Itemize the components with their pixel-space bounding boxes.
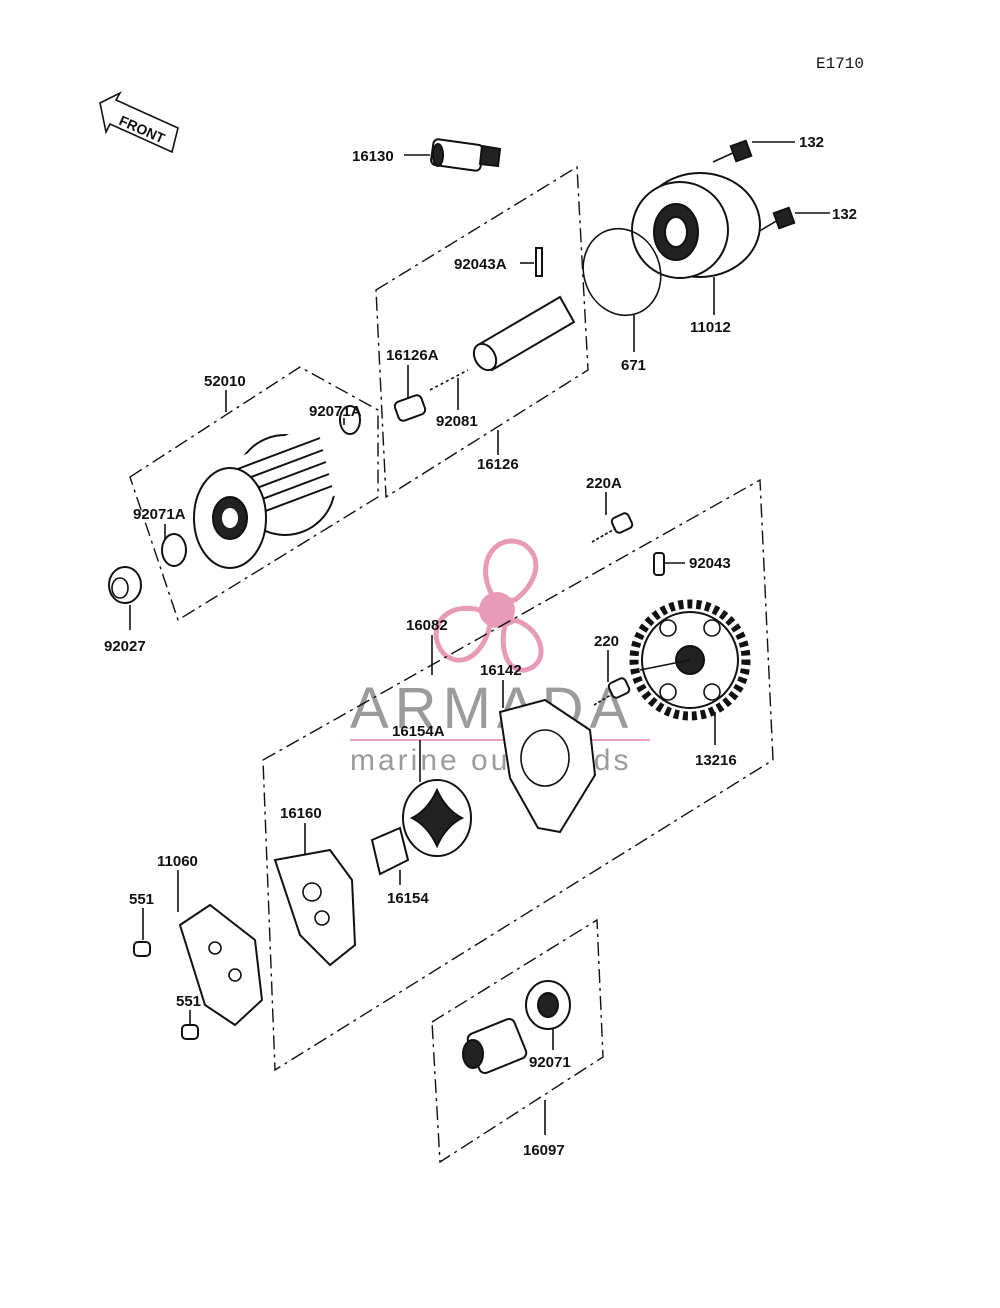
propeller-logo-icon xyxy=(433,538,544,673)
label-11012: 11012 xyxy=(690,319,731,336)
label-16160: 16160 xyxy=(280,805,322,822)
part-551-a xyxy=(133,941,151,957)
pin-92043A xyxy=(535,247,543,277)
frame-16126 xyxy=(375,165,589,499)
part-551-b xyxy=(181,1024,199,1040)
label-52010: 52010 xyxy=(204,373,246,390)
part-92071A-left xyxy=(161,533,187,567)
label-92071A-left: 92071A xyxy=(133,506,186,523)
part-labels: 16130 132 132 92043A 11012 671 16126A 92… xyxy=(104,134,857,1159)
label-92081: 92081 xyxy=(436,413,478,430)
label-16130: 16130 xyxy=(352,148,394,165)
part-220 xyxy=(593,677,631,706)
part-16160 xyxy=(273,848,357,967)
label-92027: 92027 xyxy=(104,638,146,655)
label-132-a: 132 xyxy=(799,134,824,151)
label-16126: 16126 xyxy=(477,456,519,473)
part-11060 xyxy=(178,903,264,1027)
group-frames xyxy=(129,165,774,1164)
watermark: ARMADA marine outboards xyxy=(350,538,650,777)
part-52010 xyxy=(193,421,349,569)
diagram-code: E1710 xyxy=(816,55,864,73)
label-92043A: 92043A xyxy=(454,256,507,273)
label-16097: 16097 xyxy=(523,1142,565,1159)
piston-16126A xyxy=(393,394,427,422)
frame-52010 xyxy=(129,366,379,622)
part-16126-group xyxy=(393,247,576,422)
part-92027 xyxy=(108,566,142,604)
part-16130 xyxy=(430,138,502,172)
front-label: FRONT xyxy=(117,112,168,146)
part-671 xyxy=(582,227,662,317)
part-16154A xyxy=(402,779,472,857)
label-16154: 16154 xyxy=(387,890,429,907)
part-220A xyxy=(591,512,634,543)
spring-92081 xyxy=(429,369,469,391)
label-16126A: 16126A xyxy=(386,347,439,364)
part-16142 xyxy=(498,698,597,834)
label-551-a: 551 xyxy=(129,891,154,908)
frame-16097 xyxy=(431,918,604,1164)
label-13216: 13216 xyxy=(695,752,737,769)
part-92043 xyxy=(653,552,665,576)
part-bolts-132 xyxy=(712,139,796,233)
label-92071A-top: 92071A xyxy=(309,403,362,420)
part-16097 xyxy=(462,980,571,1075)
part-11012 xyxy=(631,172,761,279)
label-132-b: 132 xyxy=(832,206,857,223)
label-11060: 11060 xyxy=(157,853,198,870)
front-arrow-icon: FRONT xyxy=(99,91,179,154)
label-16142: 16142 xyxy=(480,662,522,679)
part-16154 xyxy=(370,826,410,876)
leader-lines xyxy=(129,141,830,1135)
part-92071A-top xyxy=(339,405,361,435)
label-16154A: 16154A xyxy=(392,723,445,740)
label-220A: 220A xyxy=(586,475,622,492)
label-551-b: 551 xyxy=(176,993,201,1010)
part-13216 xyxy=(629,599,751,721)
label-92043: 92043 xyxy=(689,555,731,572)
frame-16082 xyxy=(262,478,774,1072)
label-220: 220 xyxy=(594,633,619,650)
label-16082: 16082 xyxy=(406,617,448,634)
label-92071: 92071 xyxy=(529,1054,571,1071)
label-671: 671 xyxy=(621,357,646,374)
